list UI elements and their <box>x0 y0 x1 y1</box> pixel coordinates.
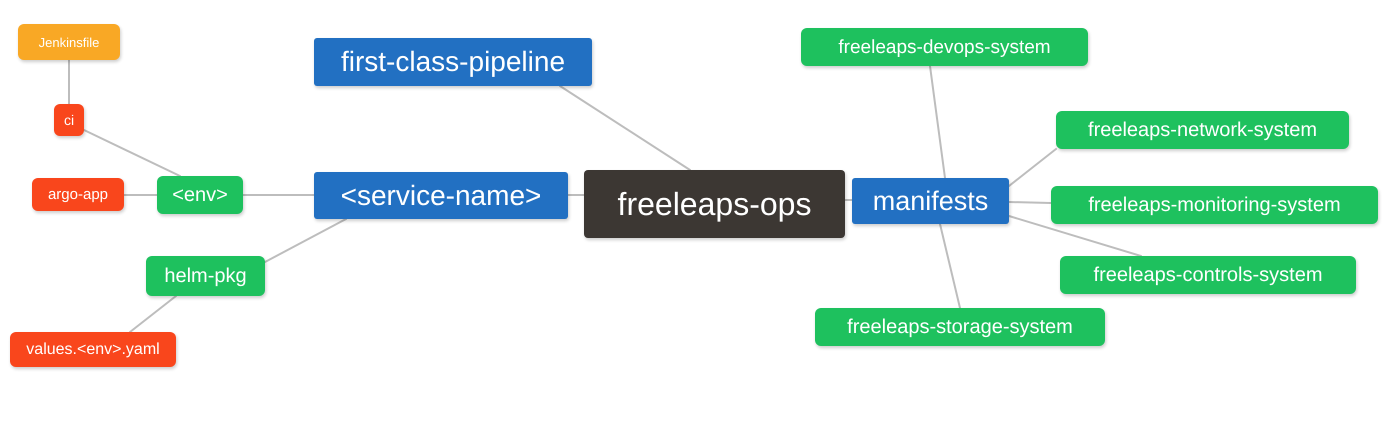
node-label-freeleaps-ops: freeleaps-ops <box>617 186 812 222</box>
node-label-manifests: manifests <box>872 185 989 216</box>
node-jenkinsfile[interactable]: Jenkinsfile <box>18 24 120 60</box>
edge-helm-pkg-to-service-name <box>264 218 347 263</box>
node-label-service-name: <service-name> <box>340 179 542 211</box>
node-values-yaml[interactable]: values.<env>.yaml <box>10 332 176 367</box>
node-label-freeleaps-monitoring-system: freeleaps-monitoring-system <box>1088 194 1341 216</box>
edge-first-class-pipeline-to-freeleaps-ops <box>559 85 691 171</box>
node-label-freeleaps-controls-system: freeleaps-controls-system <box>1093 264 1323 286</box>
node-manifests[interactable]: manifests <box>852 178 1009 224</box>
node-label-argo-app: argo-app <box>47 186 109 203</box>
node-argo-app[interactable]: argo-app <box>32 178 124 211</box>
edge-manifests-to-freeleaps-devops-system <box>929 65 946 179</box>
edge-manifests-to-freeleaps-monitoring-system <box>1008 201 1052 204</box>
node-freeleaps-storage-system[interactable]: freeleaps-storage-system <box>815 308 1105 346</box>
node-ci[interactable]: ci <box>54 104 84 136</box>
node-first-class-pipeline[interactable]: first-class-pipeline <box>314 38 592 86</box>
node-label-helm-pkg: helm-pkg <box>164 265 247 287</box>
node-label-freeleaps-network-system: freeleaps-network-system <box>1088 119 1317 141</box>
node-freeleaps-controls-system[interactable]: freeleaps-controls-system <box>1060 256 1356 294</box>
node-label-values-yaml: values.<env>.yaml <box>26 340 160 358</box>
node-label-jenkinsfile: Jenkinsfile <box>38 34 100 50</box>
edge-values-yaml-to-helm-pkg <box>129 295 177 333</box>
node-helm-pkg[interactable]: helm-pkg <box>146 256 265 296</box>
node-freeleaps-devops-system[interactable]: freeleaps-devops-system <box>801 28 1088 66</box>
node-label-env: <env> <box>172 184 228 206</box>
node-freeleaps-ops[interactable]: freeleaps-ops <box>584 170 845 238</box>
node-freeleaps-monitoring-system[interactable]: freeleaps-monitoring-system <box>1051 186 1378 224</box>
node-service-name[interactable]: <service-name> <box>314 172 568 219</box>
node-freeleaps-network-system[interactable]: freeleaps-network-system <box>1056 111 1349 149</box>
node-label-freeleaps-storage-system: freeleaps-storage-system <box>847 316 1073 338</box>
node-env[interactable]: <env> <box>157 176 243 214</box>
edge-manifests-to-freeleaps-network-system <box>1008 148 1057 187</box>
edge-ci-to-env <box>83 129 181 177</box>
edge-manifests-to-freeleaps-storage-system <box>939 223 961 309</box>
node-label-first-class-pipeline: first-class-pipeline <box>340 46 566 77</box>
node-label-freeleaps-devops-system: freeleaps-devops-system <box>838 36 1051 58</box>
node-label-ci: ci <box>63 112 75 128</box>
